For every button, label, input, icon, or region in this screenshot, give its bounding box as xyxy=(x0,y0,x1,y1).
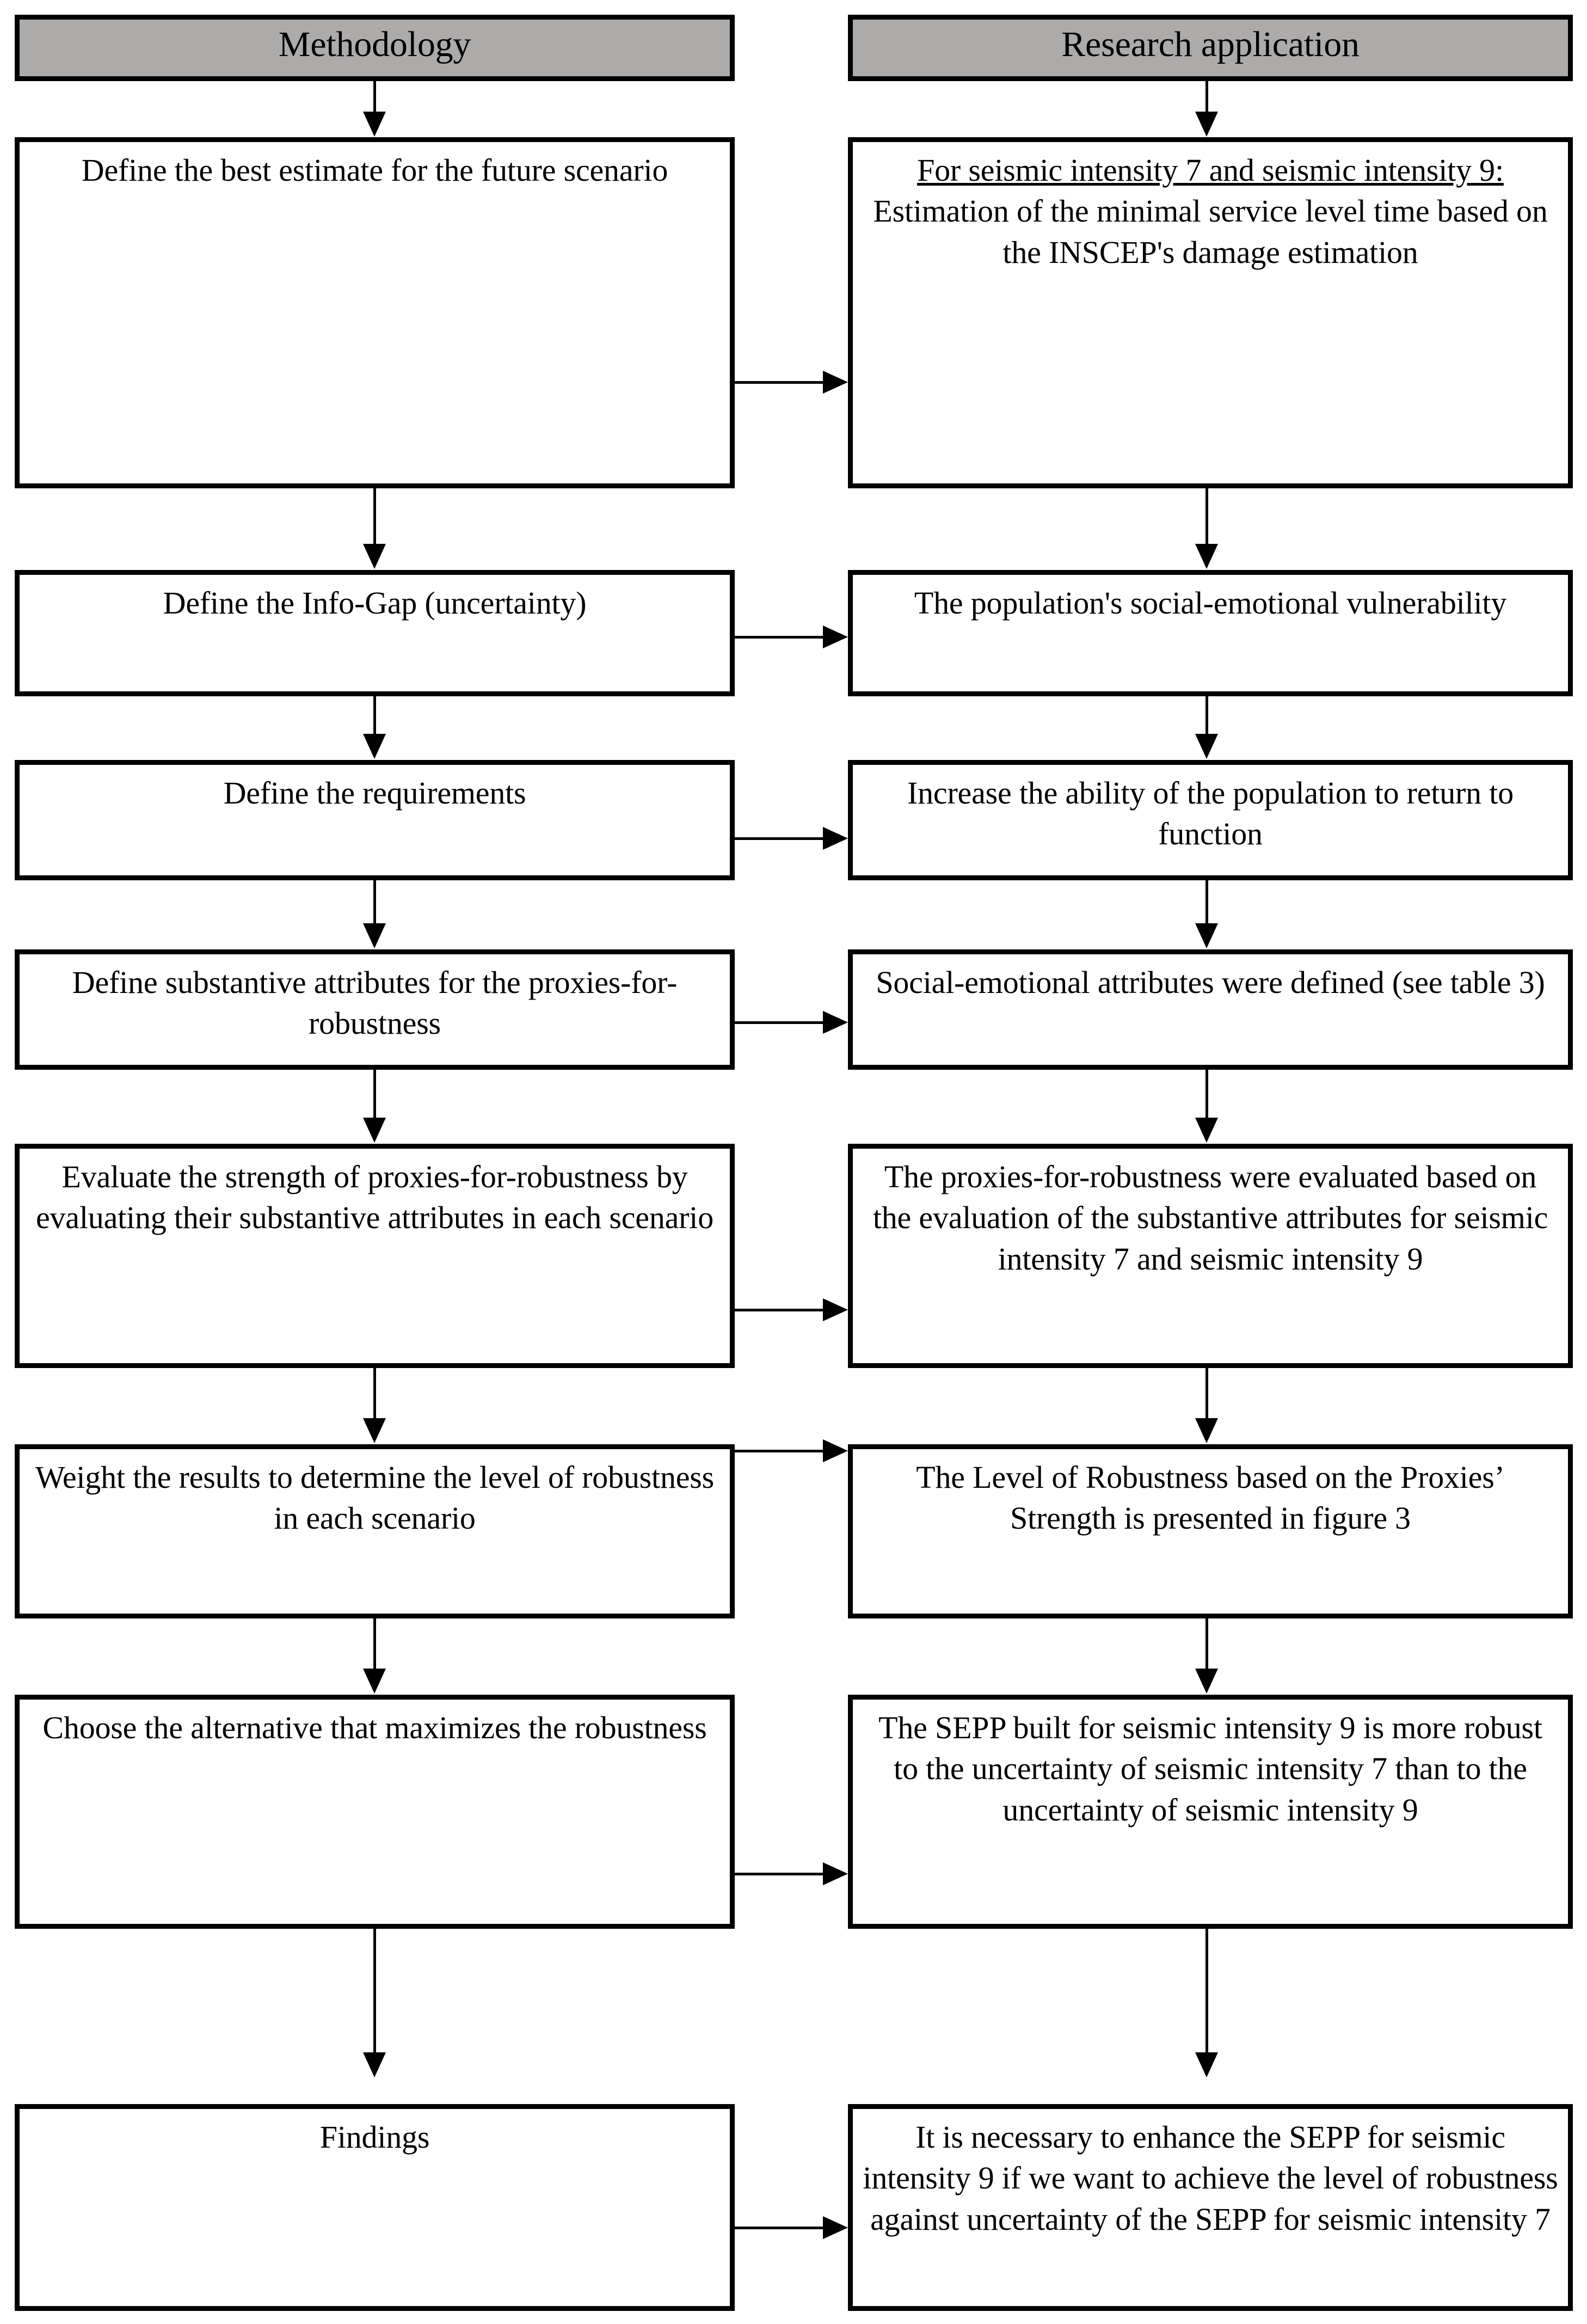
node-define-info-gap: Define the Info-Gap (uncertainty) xyxy=(15,570,735,696)
connector-right-header-to-r1 xyxy=(1205,81,1208,114)
node-evaluate-strength-proxies-label: Evaluate the strength of proxies-for-rob… xyxy=(35,1159,714,1236)
arrowhead-left-header-to-l1 xyxy=(363,112,386,137)
arrowhead-right-r5-to-r6 xyxy=(1195,1418,1218,1443)
connector-left-l2-to-l3 xyxy=(373,696,376,735)
node-proxies-evaluated-label: The proxies-for-robustness were evaluate… xyxy=(872,1159,1548,1277)
arrowhead-right-header-to-r1 xyxy=(1195,112,1218,137)
connector-l3-to-r3 xyxy=(735,837,828,840)
connector-right-r4-to-r5 xyxy=(1205,1070,1208,1119)
connector-l1-to-r1 xyxy=(735,381,828,384)
arrowhead-l5-to-r5 xyxy=(823,1298,848,1321)
column-header-methodology: Methodology xyxy=(15,15,735,81)
arrowhead-right-r4-to-r5 xyxy=(1195,1118,1218,1143)
node-estimation-minimal-service-level-text: For seismic intensity 7 and seismic inte… xyxy=(853,142,1568,273)
connector-l7-to-r7 xyxy=(735,1873,828,1875)
node-findings: Findings xyxy=(15,2104,735,2311)
arrowhead-l7-to-r7 xyxy=(823,1862,848,1885)
connector-l8-to-r8 xyxy=(735,2227,828,2229)
arrowhead-l1-to-r1 xyxy=(823,371,848,394)
arrowhead-right-r3-to-r4 xyxy=(1195,923,1218,948)
connector-left-l3-to-l4 xyxy=(373,880,376,925)
node-evaluate-strength-proxies: Evaluate the strength of proxies-for-rob… xyxy=(15,1144,735,1368)
arrowhead-left-l5-to-l6 xyxy=(363,1418,386,1443)
arrowhead-l4-to-r4 xyxy=(823,1011,848,1034)
arrowhead-left-l7-to-l8 xyxy=(363,2052,386,2077)
arrowhead-left-l4-to-l5 xyxy=(363,1118,386,1143)
node-define-requirements-label: Define the requirements xyxy=(223,775,526,811)
arrowhead-left-l6-to-l7 xyxy=(363,1669,386,1694)
node-estimation-body: Estimation of the minimal service level … xyxy=(873,193,1548,270)
node-choose-alternative: Choose the alternative that maximizes th… xyxy=(15,1695,735,1929)
connector-right-r5-to-r6 xyxy=(1205,1368,1208,1420)
arrowhead-right-r6-to-r7 xyxy=(1195,1669,1218,1694)
node-choose-alternative-label: Choose the alternative that maximizes th… xyxy=(42,1710,707,1745)
arrowhead-left-l3-to-l4 xyxy=(363,923,386,948)
column-header-methodology-label: Methodology xyxy=(278,24,471,64)
connector-right-r1-to-r2 xyxy=(1205,488,1208,545)
node-sepp-more-robust: The SEPP built for seismic intensity 9 i… xyxy=(848,1695,1573,1929)
connector-left-l1-to-l2 xyxy=(373,488,376,545)
node-proxies-evaluated: The proxies-for-robustness were evaluate… xyxy=(848,1144,1573,1368)
connector-left-l7-to-l8 xyxy=(373,1929,376,2054)
node-population-social-emotional-vulnerability-label: The population's social-emotional vulner… xyxy=(914,585,1507,621)
node-define-requirements: Define the requirements xyxy=(15,760,735,880)
connector-right-r7-to-r8 xyxy=(1205,1929,1208,2054)
arrowhead-l6-to-r6 xyxy=(823,1439,848,1462)
column-header-research-application: Research application xyxy=(848,15,1573,81)
connector-l5-to-r5 xyxy=(735,1309,828,1311)
connector-right-r2-to-r3 xyxy=(1205,696,1208,735)
connector-right-r6-to-r7 xyxy=(1205,1618,1208,1670)
connector-left-l6-to-l7 xyxy=(373,1618,376,1670)
arrowhead-right-r2-to-r3 xyxy=(1195,734,1218,759)
arrowhead-left-l2-to-l3 xyxy=(363,734,386,759)
node-increase-ability-population: Increase the ability of the population t… xyxy=(848,760,1573,880)
node-sepp-more-robust-label: The SEPP built for seismic intensity 9 i… xyxy=(878,1710,1542,1828)
node-population-social-emotional-vulnerability: The population's social-emotional vulner… xyxy=(848,570,1573,696)
node-necessary-enhance-sepp-label: It is necessary to enhance the SEPP for … xyxy=(863,2119,1558,2237)
connector-left-l4-to-l5 xyxy=(373,1070,376,1119)
node-weight-results-label: Weight the results to determine the leve… xyxy=(35,1460,715,1536)
connector-left-header-to-l1 xyxy=(373,81,376,114)
node-necessary-enhance-sepp: It is necessary to enhance the SEPP for … xyxy=(848,2104,1573,2311)
node-estimation-lead-underline: For seismic intensity 7 and seismic inte… xyxy=(917,152,1504,188)
node-define-best-estimate: Define the best estimate for the future … xyxy=(15,137,735,488)
connector-l6-to-r6 xyxy=(735,1450,828,1452)
node-increase-ability-population-label: Increase the ability of the population t… xyxy=(907,775,1514,852)
arrowhead-right-r7-to-r8 xyxy=(1195,2052,1218,2077)
arrowhead-l8-to-r8 xyxy=(823,2216,848,2239)
node-weight-results: Weight the results to determine the leve… xyxy=(15,1444,735,1618)
connector-left-l5-to-l6 xyxy=(373,1368,376,1420)
node-define-substantive-attributes: Define substantive attributes for the pr… xyxy=(15,949,735,1070)
node-social-emotional-attributes-defined-label: Social-emotional attributes were defined… xyxy=(876,965,1545,1000)
arrowhead-l3-to-r3 xyxy=(823,827,848,850)
node-estimation-minimal-service-level: For seismic intensity 7 and seismic inte… xyxy=(848,137,1573,488)
column-header-research-application-label: Research application xyxy=(1061,24,1360,64)
arrowhead-left-l1-to-l2 xyxy=(363,544,386,569)
node-level-of-robustness-figure-label: The Level of Robustness based on the Pro… xyxy=(916,1460,1505,1536)
connector-right-r3-to-r4 xyxy=(1205,880,1208,925)
node-findings-label: Findings xyxy=(319,2119,430,2155)
node-social-emotional-attributes-defined: Social-emotional attributes were defined… xyxy=(848,949,1573,1070)
arrowhead-l2-to-r2 xyxy=(823,626,848,648)
node-level-of-robustness-figure: The Level of Robustness based on the Pro… xyxy=(848,1444,1573,1618)
node-define-best-estimate-label: Define the best estimate for the future … xyxy=(81,152,668,188)
connector-l4-to-r4 xyxy=(735,1021,828,1024)
arrowhead-right-r1-to-r2 xyxy=(1195,544,1218,569)
connector-l2-to-r2 xyxy=(735,636,828,639)
node-define-info-gap-label: Define the Info-Gap (uncertainty) xyxy=(163,585,587,621)
node-define-substantive-attributes-label: Define substantive attributes for the pr… xyxy=(72,965,678,1041)
